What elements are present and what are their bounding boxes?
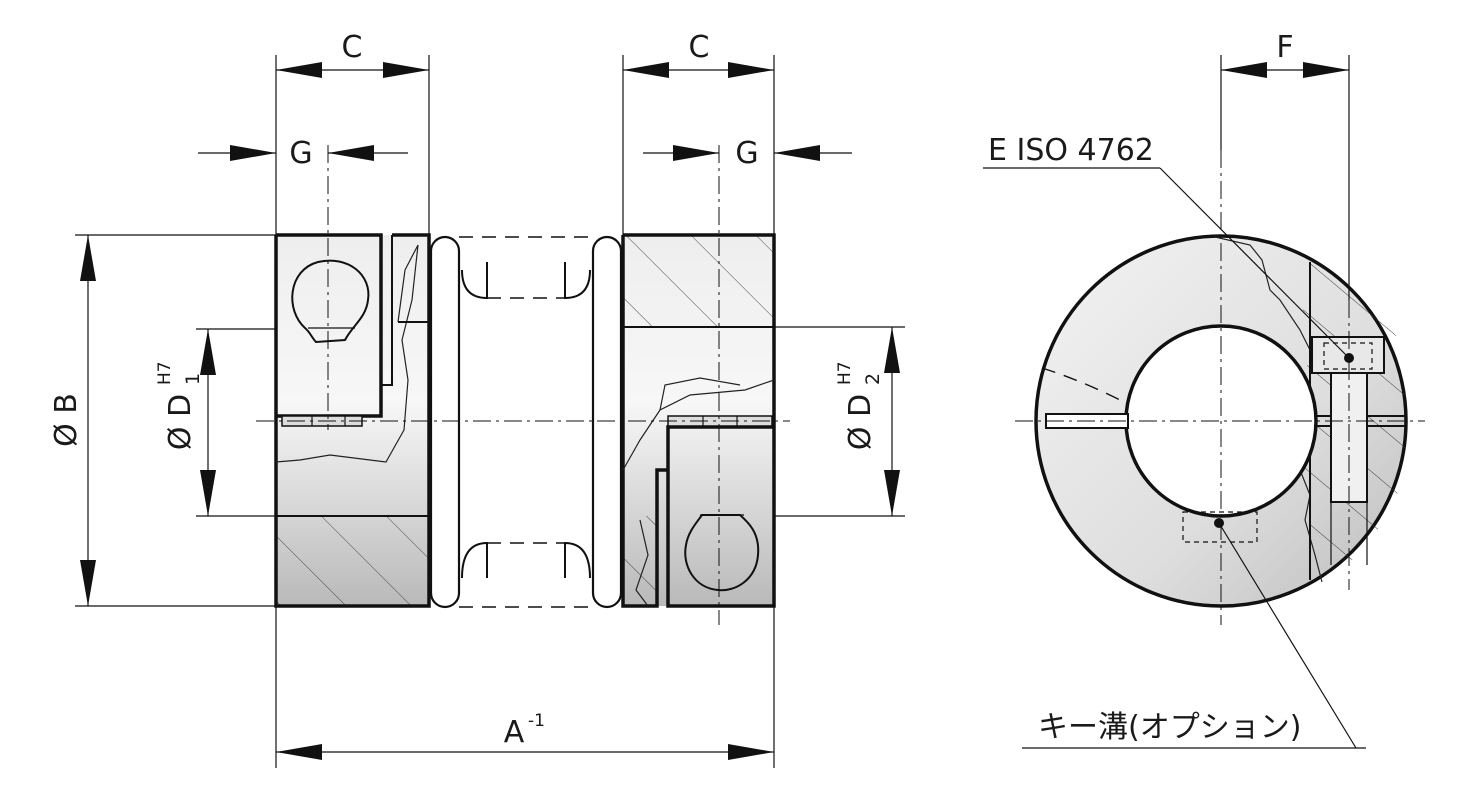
flexible-element [429, 235, 623, 609]
dim-phi-d2: Ø D 2 H7 [835, 361, 884, 450]
screw-spec-label: E ISO 4762 [988, 133, 1154, 168]
dim-a-label: A [504, 715, 525, 750]
dim-phi-d1-superscript: H7 [155, 361, 175, 385]
dim-phi-d1-label: Ø D [163, 394, 198, 450]
dim-a-superscript: -1 [528, 711, 545, 731]
dim-phi-b-label: Ø B [49, 393, 84, 447]
right-hub [621, 233, 776, 608]
dim-phi-d2-label: Ø D [843, 394, 878, 450]
dim-c-left-label: C [342, 30, 363, 65]
dim-phi-d2-superscript: H7 [835, 361, 855, 385]
keyway-label: キー溝(オプション) [1038, 710, 1301, 745]
dim-phi-d2-subscript: 2 [862, 373, 884, 385]
dim-g-left-label: G [289, 136, 312, 171]
dim-c-right-label: C [689, 30, 710, 65]
dim-f-label: F [1276, 30, 1293, 65]
dim-phi-d1: Ø D 1 H7 [155, 361, 204, 450]
dim-phi-d1-subscript: 1 [182, 373, 204, 385]
dim-g-right-label: G [735, 136, 758, 171]
